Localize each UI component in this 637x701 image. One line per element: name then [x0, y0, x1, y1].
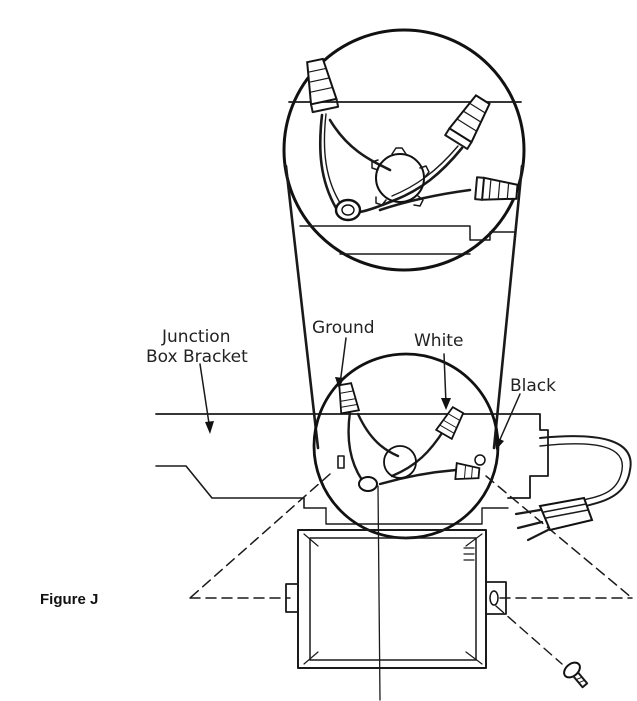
label-junction: Junction	[161, 327, 230, 347]
label-black: Black	[510, 376, 556, 396]
wire-nut-ground-icon	[338, 382, 361, 415]
power-cord	[539, 435, 632, 507]
arrow-white-icon	[443, 353, 447, 405]
junction-box-bracket	[155, 413, 549, 525]
arrow-black-icon	[497, 393, 521, 445]
magnified-inset	[282, 28, 526, 272]
arrow-ground-icon	[339, 337, 347, 385]
junction-box-cover	[285, 529, 507, 669]
arrow-bracket-icon	[199, 363, 211, 431]
label-box-bracket: Box Bracket	[146, 347, 248, 367]
figure-label: Figure J	[40, 591, 98, 608]
leader-arrows	[199, 337, 521, 450]
inset-wire-clamp	[371, 147, 430, 207]
wire-nut-white-icon	[434, 405, 465, 441]
screw-icon	[563, 661, 589, 689]
inset-ground-screw-icon	[334, 198, 362, 222]
inset-wire-nut-black-icon	[474, 176, 519, 201]
inset-wire-nut-ground-icon	[306, 57, 340, 114]
wire-nut-black-icon	[454, 462, 481, 481]
assembly-dashed-lines	[189, 473, 633, 701]
magnifier-cone	[284, 164, 524, 450]
inset-wire-nut-white-icon	[444, 94, 491, 150]
label-white: White	[414, 331, 463, 351]
label-ground: Ground	[312, 318, 375, 338]
